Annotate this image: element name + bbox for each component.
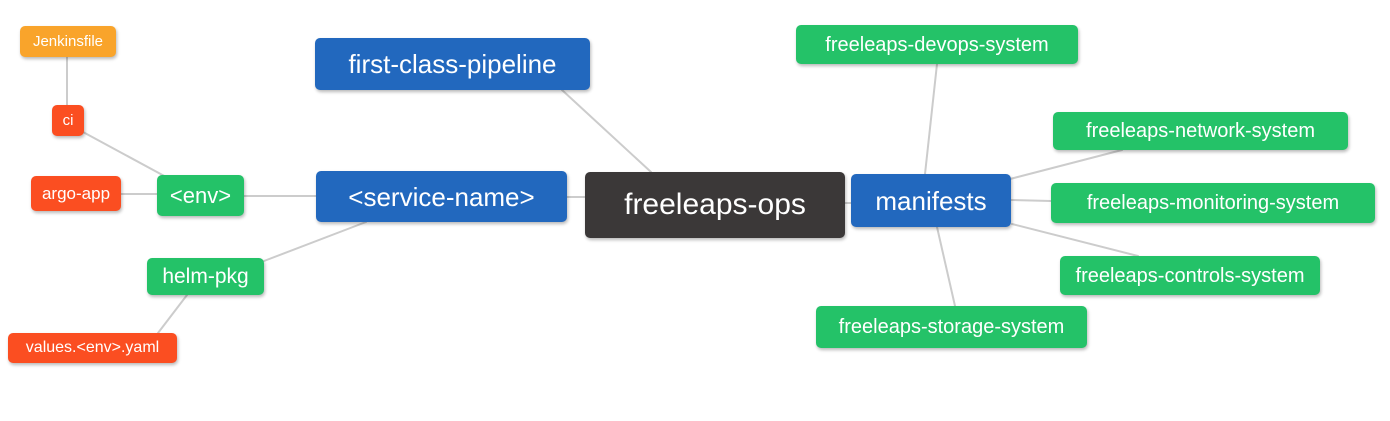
node-ci[interactable]: ci [52, 105, 84, 136]
node-service-name[interactable]: <service-name> [316, 171, 567, 222]
edge-ci-env [82, 131, 169, 179]
edge-first-class-pipeline-ops [561, 89, 652, 173]
edge-manifests-monitoring [1010, 199, 1052, 202]
edge-helm-pkg-values [157, 294, 188, 334]
node-freeleaps-storage-system[interactable]: freeleaps-storage-system [816, 306, 1087, 348]
node-freeleaps-ops[interactable]: freeleaps-ops [585, 172, 845, 238]
edge-service-name-helm-pkg [263, 221, 367, 262]
edge-manifests-network [1009, 149, 1123, 180]
node-manifests[interactable]: manifests [851, 174, 1011, 227]
node-jenkinsfile[interactable]: Jenkinsfile [20, 26, 116, 57]
node-first-class-pipeline[interactable]: first-class-pipeline [315, 38, 590, 90]
node-freeleaps-devops-system[interactable]: freeleaps-devops-system [796, 25, 1078, 64]
node-freeleaps-network-system[interactable]: freeleaps-network-system [1053, 112, 1348, 150]
edge-manifests-devops [924, 63, 938, 175]
node-freeleaps-controls-system[interactable]: freeleaps-controls-system [1060, 256, 1320, 295]
node-helm-pkg[interactable]: helm-pkg [147, 258, 264, 295]
node-values-env-yaml[interactable]: values.<env>.yaml [8, 333, 177, 363]
node-argo-app[interactable]: argo-app [31, 176, 121, 211]
edge-manifests-storage [936, 226, 956, 307]
node-freeleaps-monitoring-system[interactable]: freeleaps-monitoring-system [1051, 183, 1375, 223]
edge-manifests-controls [1011, 223, 1139, 257]
node-env[interactable]: <env> [157, 175, 244, 216]
